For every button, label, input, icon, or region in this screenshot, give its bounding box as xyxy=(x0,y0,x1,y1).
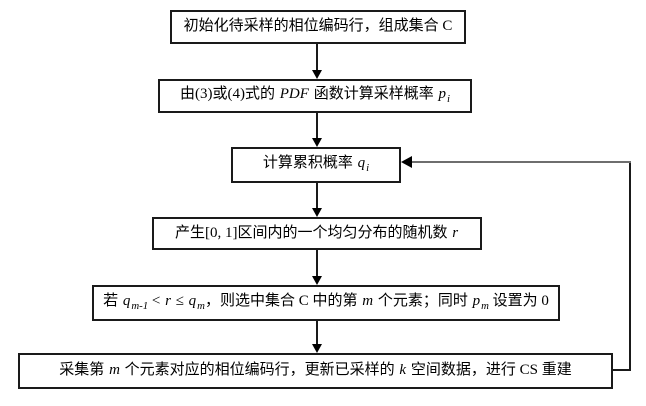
connector-4-5-line xyxy=(316,250,318,276)
connector-2-3-line xyxy=(316,113,318,138)
connector-3-4-line xyxy=(316,183,318,208)
feedback-top-segment xyxy=(412,161,631,163)
flow-step-initialize-box: 初始化待采样的相位编码行，组成集合 C xyxy=(170,10,466,44)
connector-5-6-line xyxy=(316,321,318,344)
feedback-vertical-segment xyxy=(629,161,631,371)
flow-step-random-number-box: 产生[0, 1]区间内的一个均匀分布的随机数 r xyxy=(152,217,482,250)
arrow-down-icon xyxy=(312,138,322,147)
arrow-down-icon xyxy=(312,344,322,353)
flow-step-select-element-box: 若 qm-1 < r ≤ qm，则选中集合 C 中的第 m 个元素；同时 pm … xyxy=(92,285,560,321)
flow-step-acquire-reconstruct-box: 采集第 m 个元素对应的相位编码行，更新已采样的 k 空间数据，进行 CS 重建 xyxy=(18,353,613,389)
arrow-down-icon xyxy=(312,208,322,217)
connector-1-2-line xyxy=(316,44,318,70)
arrow-down-icon xyxy=(312,276,322,285)
flow-step-pdf-probability-box: 由(3)或(4)式的 PDF 函数计算采样概率 pi xyxy=(158,79,472,113)
arrow-down-icon xyxy=(312,70,322,79)
feedback-bottom-segment xyxy=(613,369,631,371)
arrow-left-icon xyxy=(401,156,412,168)
flow-step-cumulative-probability-box: 计算累积概率 qi xyxy=(231,147,401,183)
